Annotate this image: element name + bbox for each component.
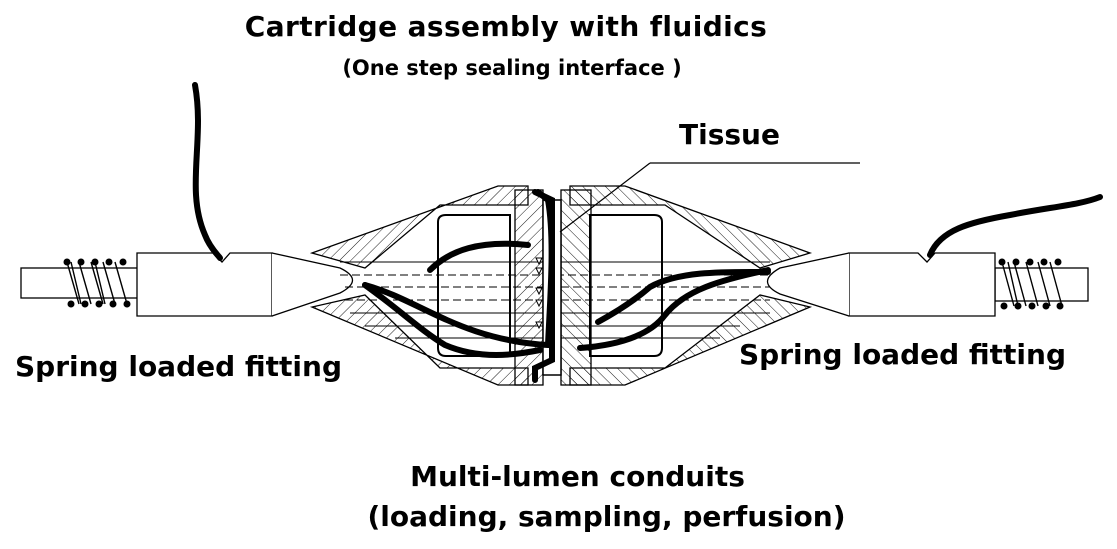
right-tube-upper [577,267,771,351]
right-housing-upper [569,185,813,269]
spring-fitting-right-label: Spring loaded fitting [739,338,1066,371]
right-spring-fitting [766,252,1089,317]
spring-fitting-left-label: Spring loaded fitting [15,350,342,383]
tissue-leader [559,162,860,233]
diagram-title: Cartridge assembly with fluidics [244,10,768,43]
conduits-label: Multi-lumen conduits [410,460,745,493]
left-spring-fitting [20,252,354,317]
left-fitting-body [136,252,273,317]
right-inner-frame [589,214,663,357]
left-housing-upper [309,185,529,269]
tissue-label: Tissue [679,118,780,151]
left-cable [192,82,223,261]
diagram-subtitle: (One step sealing interface ) [342,56,682,80]
left-cone [271,252,354,317]
left-spring-coils [66,261,128,305]
right-cone [766,252,850,317]
left-spring-dots [63,258,131,308]
tubes [192,82,1103,383]
left-rod [20,267,142,299]
right-fitting-body [848,252,996,317]
right-tube-lower [595,268,771,325]
right-spring-coils [1001,261,1063,307]
right-cable [927,194,1103,258]
right-spring-dots [998,258,1064,310]
left-tube-lower [362,282,543,358]
right-clamp [560,189,592,386]
left-inner-frame [437,214,511,357]
flow-markers [535,257,543,330]
conduits-sublabel: (loading, sampling, perfusion) [367,500,846,533]
tissue-tube [532,189,555,383]
left-tube-upper [427,240,531,273]
